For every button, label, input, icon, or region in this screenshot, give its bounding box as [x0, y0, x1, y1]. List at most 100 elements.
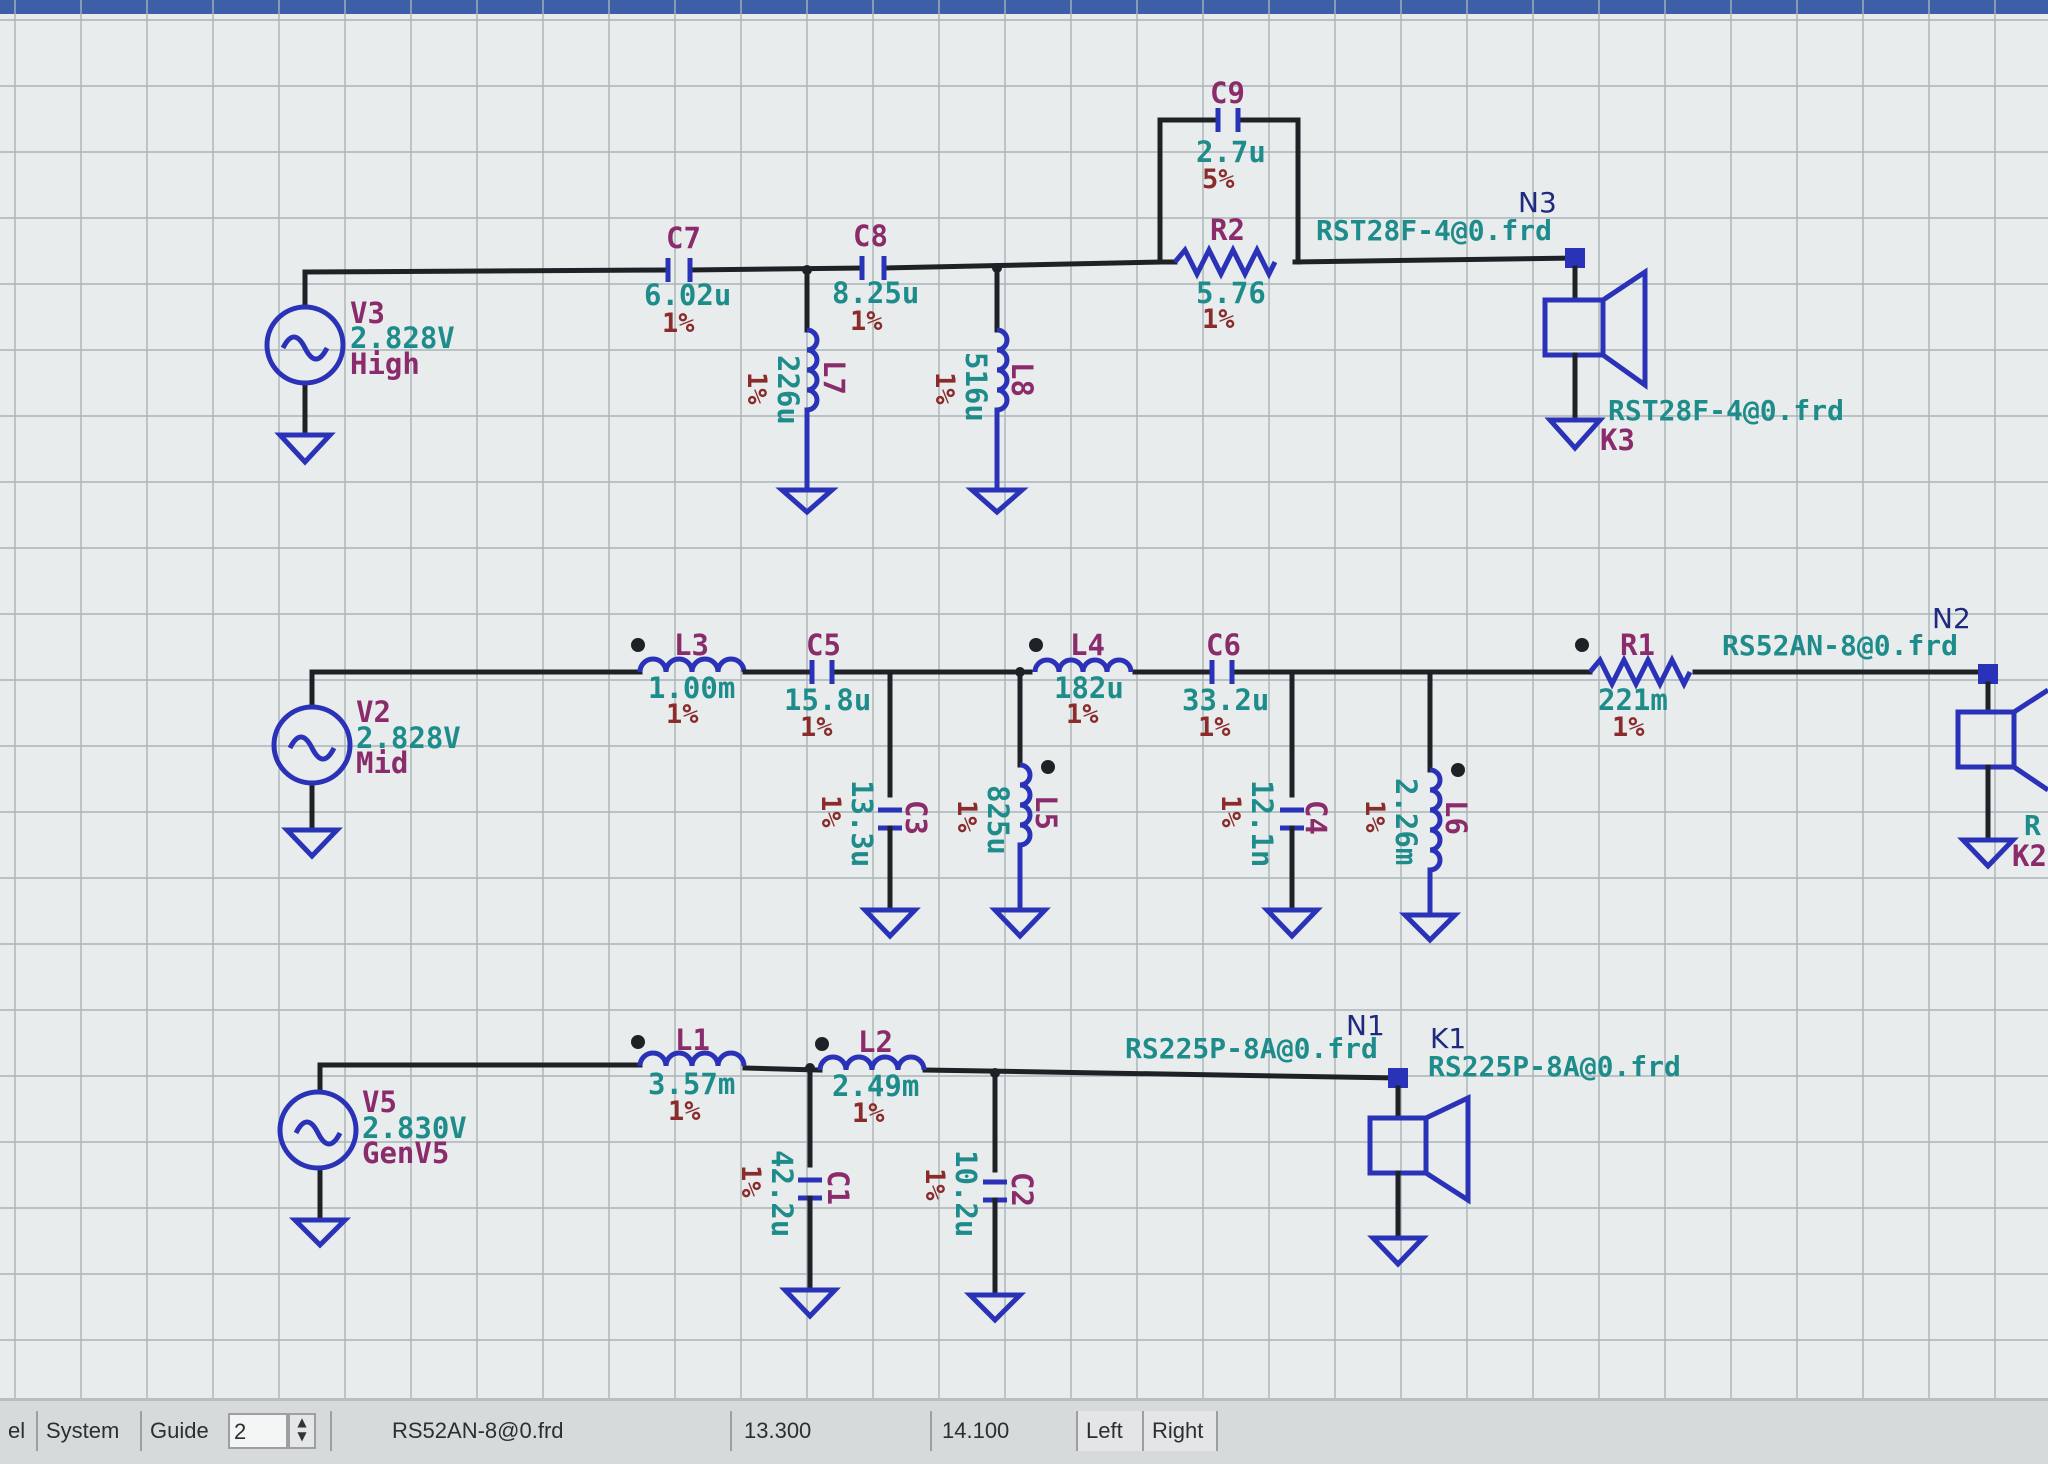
l4-tol: 1%	[1066, 699, 1099, 730]
k3-file: RST28F-4@0.frd	[1608, 394, 1844, 427]
l8-tol: 1%	[929, 372, 960, 405]
inductor-l7[interactable]: L7 226u 1%	[741, 327, 851, 516]
l6-value: 2.26m	[1389, 778, 1423, 865]
wire	[922, 1067, 1401, 1081]
c7-ref: C7	[666, 221, 701, 255]
l3-tol: 1%	[666, 699, 699, 730]
left-button[interactable]: Left	[1076, 1411, 1142, 1451]
c4-value: 12.1n	[1245, 780, 1279, 867]
l8-ref: L8	[1005, 362, 1039, 397]
inductor-l8[interactable]: L8 516u 1%	[929, 327, 1039, 516]
c6-value: 33.2u	[1182, 683, 1269, 717]
l2-tol: 1%	[852, 1098, 885, 1129]
source-v3[interactable]: V3 2.828V High	[264, 296, 455, 466]
capacitor-c8[interactable]: C8 8.25u 1%	[832, 219, 919, 337]
inductor-l1[interactable]: L1 3.57m 1%	[631, 1023, 747, 1127]
l1-value: 3.57m	[648, 1067, 735, 1101]
c3-tol: 1%	[815, 795, 846, 828]
source-value: 2.828V	[350, 321, 455, 355]
c4-tol: 1%	[1215, 795, 1246, 828]
status-tab-left[interactable]: el	[8, 1418, 26, 1443]
guide-value-input[interactable]: 2	[228, 1413, 288, 1449]
system-tab[interactable]: System	[36, 1411, 136, 1451]
r2-tol: 1%	[1202, 304, 1235, 335]
node-n1: N1	[1346, 1009, 1385, 1042]
inductor-l2[interactable]: L2 2.49m 1%	[815, 1025, 927, 1129]
source-v2[interactable]: V2 2.828V Mid	[271, 695, 461, 860]
resistor-r2[interactable]: R2 5.76 1%	[1173, 213, 1278, 335]
status-file: RS52AN-8@0.frd	[330, 1411, 730, 1451]
capacitor-c4[interactable]: C4 12.1n 1%	[1215, 780, 1333, 940]
polarity-dot	[815, 1037, 829, 1051]
c6-tol: 1%	[1198, 712, 1231, 743]
capacitor-c3[interactable]: C3 13.3u 1%	[815, 780, 933, 940]
wire	[881, 259, 1163, 271]
capacitor-c6[interactable]: C6 33.2u 1%	[1182, 628, 1269, 743]
polarity-dot	[1041, 760, 1055, 774]
capacitor-c1[interactable]: C1 42.2u 1%	[735, 1150, 855, 1320]
r1-tol: 1%	[1612, 712, 1645, 743]
polarity-dot	[1451, 763, 1465, 777]
speaker-k2[interactable]: R K2	[1955, 681, 2048, 873]
l5-value: 825u	[981, 785, 1015, 855]
speaker-k1[interactable]	[1367, 1085, 1471, 1268]
junction-dot	[990, 1068, 1000, 1078]
c4-ref: C4	[1299, 800, 1333, 835]
resistor-r1[interactable]: R1 221m 1%	[1575, 628, 1693, 743]
polarity-dot	[1029, 638, 1043, 652]
wire	[1157, 117, 1221, 265]
node-n3: N3	[1518, 186, 1557, 219]
node-marker	[1388, 1068, 1408, 1088]
wire	[1292, 255, 1578, 265]
l7-value: 226u	[771, 355, 805, 425]
polarity-dot	[1575, 638, 1589, 652]
c1-ref: C1	[821, 1170, 855, 1205]
source-ref: V5	[362, 1085, 397, 1119]
inductor-l4[interactable]: L4 182u 1%	[1029, 628, 1134, 730]
polarity-dot	[631, 638, 645, 652]
source-ref: V2	[356, 695, 391, 729]
right-button[interactable]: Right	[1142, 1411, 1216, 1451]
c2-tol: 1%	[919, 1168, 950, 1201]
c5-ref: C5	[806, 628, 841, 662]
c3-ref: C3	[899, 800, 933, 835]
capacitor-c2[interactable]: C2 10.2u 1%	[919, 1150, 1039, 1324]
source-v5[interactable]: V5 2.830V GenV5	[277, 1085, 467, 1249]
source-name: GenV5	[362, 1136, 449, 1170]
c7-value: 6.02u	[644, 278, 731, 312]
l6-ref: L6	[1439, 800, 1473, 835]
l7-tol: 1%	[741, 372, 772, 405]
node-n2: N2	[1932, 602, 1971, 635]
coord-x: 13.300	[730, 1411, 930, 1451]
source-name: High	[350, 347, 420, 381]
junction-dot	[802, 265, 812, 275]
r2-value: 5.76	[1196, 276, 1266, 310]
inductor-l5[interactable]: L5 825u 1%	[951, 760, 1063, 940]
net-label-k1: RS225P-8A@0.frd	[1125, 1032, 1378, 1065]
net-label-k3: RST28F-4@0.frd	[1316, 214, 1552, 247]
c1-tol: 1%	[735, 1165, 766, 1198]
low-section: V5 2.830V GenV5 L1 3.57m 1% L2 2.49m 1% …	[277, 1009, 1681, 1324]
wire	[302, 267, 671, 275]
l4-ref: L4	[1070, 628, 1105, 662]
l7-ref: L7	[817, 360, 851, 395]
c3-value: 13.3u	[845, 780, 879, 867]
inductor-l6[interactable]: L6 2.26m 1%	[1359, 763, 1473, 944]
guide-spinner[interactable]: ▲▼	[288, 1413, 316, 1449]
capacitor-c5[interactable]: C5 15.8u 1%	[742, 628, 871, 743]
speaker-k3[interactable]: RST28F-4@0.frd K3	[1542, 265, 1844, 457]
window-title-strip	[0, 0, 2048, 14]
l6-tol: 1%	[1359, 800, 1390, 833]
inductor-l3[interactable]: L3 1.00m 1%	[631, 628, 747, 730]
c6-ref: C6	[1206, 628, 1241, 662]
capacitor-c7[interactable]: C7 6.02u 1%	[644, 221, 731, 339]
net-label-k2: RS52AN-8@0.frd	[1722, 629, 1958, 662]
c5-tol: 1%	[800, 712, 833, 743]
capacitor-c9[interactable]: C9 2.7u 5%	[1196, 76, 1266, 195]
k1-file: RS225P-8A@0.frd	[1428, 1050, 1681, 1083]
wire	[1235, 117, 1301, 265]
schematic-canvas[interactable]: V3 2.828V High C7 6.02u 1% C8 8.25u 1% C…	[0, 0, 2048, 1398]
c8-value: 8.25u	[832, 276, 919, 310]
l8-value: 516u	[959, 352, 993, 422]
node-marker	[1565, 248, 1585, 268]
